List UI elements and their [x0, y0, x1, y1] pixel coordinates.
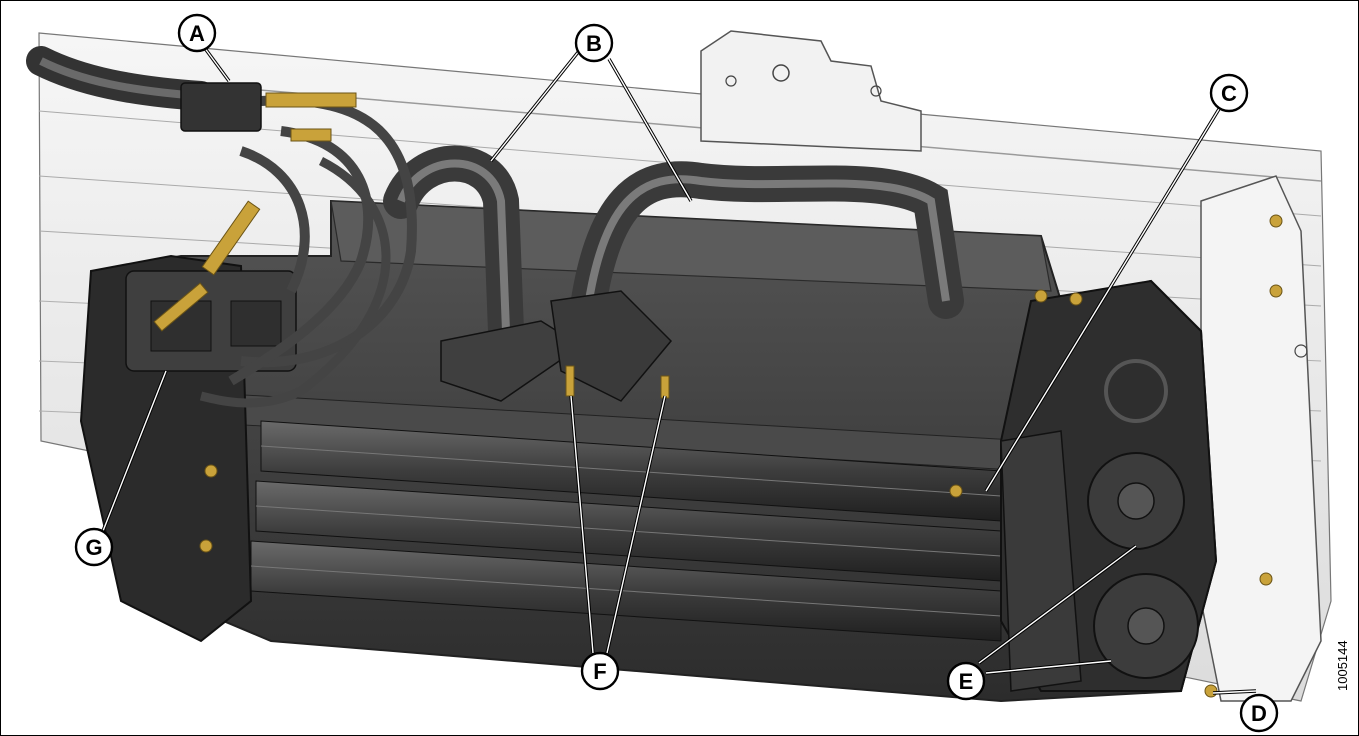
fasteners: [199, 214, 1283, 698]
callout-label-d: D: [1251, 701, 1267, 726]
callout-d: D: [1239, 693, 1279, 733]
callout-label-f: F: [593, 659, 606, 684]
callout-g: G: [74, 527, 114, 567]
drive-gearbox: [1000, 279, 1218, 692]
figure-id-number: 1005144: [1335, 640, 1350, 691]
callout-label-e: E: [959, 669, 974, 694]
leader-lines: [101, 45, 1257, 695]
callout-e: E: [946, 661, 986, 701]
callout-label-c: C: [1221, 81, 1237, 106]
rollers: [250, 420, 1002, 642]
callout-c: C: [1209, 73, 1249, 113]
hydraulic-hoses: [26, 46, 964, 408]
callout-label-g: G: [85, 535, 102, 560]
callout-a: A: [177, 13, 217, 53]
callout-label-a: A: [189, 21, 205, 46]
callout-label-b: B: [586, 31, 602, 56]
callout-b: B: [574, 23, 614, 63]
callout-f: F: [580, 651, 620, 691]
